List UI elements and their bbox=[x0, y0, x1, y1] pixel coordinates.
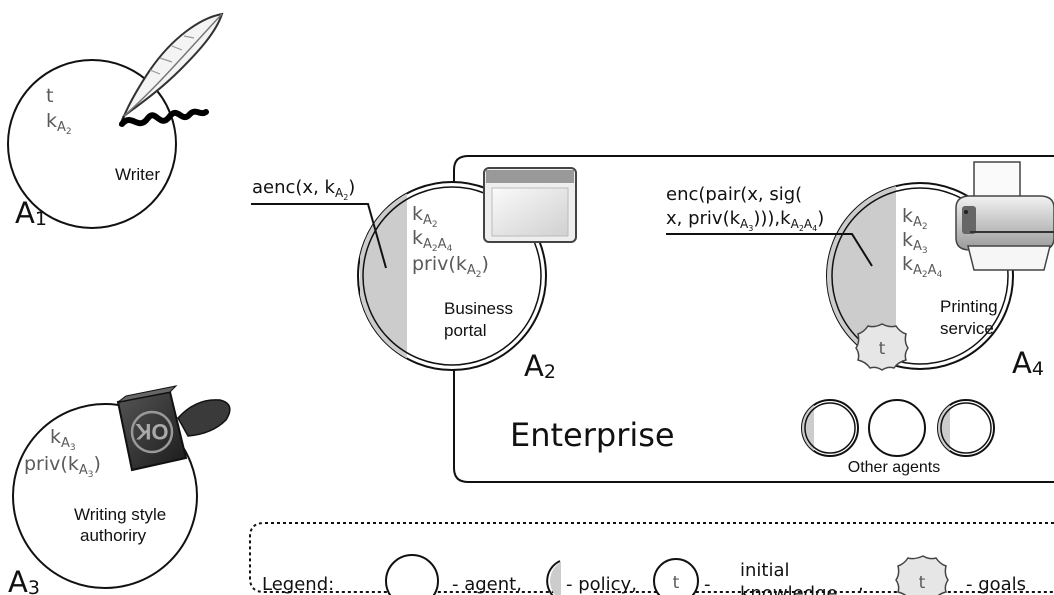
printer-name-line2: service bbox=[940, 319, 994, 338]
agent-printing-service: kA2 kA3 kA2A4 Printing service t A4 enc(… bbox=[666, 161, 1054, 380]
policy-region bbox=[827, 183, 896, 369]
stamp-icon: OK bbox=[116, 385, 231, 472]
enterprise-label: Enterprise bbox=[510, 416, 675, 454]
legend-knowledge-t: t bbox=[673, 573, 680, 593]
agent-writing-style-authority: kA3 priv(kA3) OK Writing style authoriry… bbox=[8, 385, 231, 595]
legend-knowledge-symbol bbox=[653, 558, 699, 595]
legend: Legend: - agent, - policy, t - initial k… bbox=[249, 522, 1054, 595]
legend-initial: initial bbox=[740, 560, 790, 581]
portal-message-pointer bbox=[251, 203, 387, 269]
quill-icon bbox=[118, 12, 224, 127]
goal-t: t bbox=[879, 339, 886, 359]
legend-goal-symbol bbox=[895, 555, 949, 595]
portal-knowledge-ka2: kA2 bbox=[412, 203, 438, 230]
legend-agent-label: - agent, bbox=[452, 574, 522, 595]
legend-goal-t: t bbox=[919, 573, 926, 593]
policy-region bbox=[360, 182, 407, 370]
agent-business-portal: kA2 kA2A4 priv(kA2) Business portal A2 a… bbox=[251, 167, 577, 383]
printer-knowledge-ka2a4: kA2A4 bbox=[902, 253, 943, 280]
agent-id-a3: A3 bbox=[8, 565, 40, 595]
other-agents-label: Other agents bbox=[848, 459, 941, 476]
legend-knowledge: knowledge bbox=[740, 583, 838, 595]
agent-writer: t kA2 Writer A1 bbox=[7, 12, 224, 230]
authority-name-line2: authoriry bbox=[80, 526, 147, 545]
portal-message: aenc(x, kA2) bbox=[252, 177, 355, 202]
other-agent-2 bbox=[868, 399, 926, 457]
printer-message-line2: x, priv(kA3))),kA2A4) bbox=[666, 208, 824, 233]
agent-id-a2: A2 bbox=[524, 349, 556, 383]
printer-knowledge-ka2: kA2 bbox=[902, 205, 928, 232]
legend-policy-label: - policy, bbox=[566, 574, 637, 595]
printer-name-line1: Printing bbox=[940, 297, 998, 316]
authority-name-line1: Writing style bbox=[74, 505, 166, 524]
enterprise-box: Enterprise bbox=[453, 155, 1054, 483]
legend-goals-label: - goals bbox=[966, 574, 1026, 595]
authority-knowledge-ka3: kA3 bbox=[50, 426, 76, 453]
printer-message-pointer bbox=[666, 233, 873, 267]
legend-title: Legend: bbox=[262, 574, 334, 595]
legend-dash: - bbox=[704, 574, 711, 595]
portal-name-line2: portal bbox=[444, 321, 487, 340]
browser-window-icon bbox=[483, 167, 577, 243]
writer-knowledge-t: t bbox=[46, 85, 53, 107]
legend-agent-symbol bbox=[385, 554, 439, 595]
portal-knowledge-priv: priv(kA2) bbox=[412, 253, 489, 280]
printer-message-line1: enc(pair(x, sig( bbox=[666, 184, 802, 205]
goal-badge: t bbox=[855, 323, 909, 371]
writer-knowledge-k: kA2 bbox=[46, 110, 72, 137]
authority-knowledge-priv: priv(kA3) bbox=[24, 453, 101, 480]
printer-icon bbox=[955, 161, 1054, 271]
agent-id-a4: A4 bbox=[1012, 346, 1044, 380]
writer-name: Writer bbox=[115, 165, 160, 184]
legend-comma: , bbox=[858, 574, 864, 595]
legend-policy-symbol bbox=[550, 559, 561, 595]
portal-knowledge-ka2a4: kA2A4 bbox=[412, 227, 453, 254]
printer-knowledge-ka3: kA3 bbox=[902, 229, 928, 256]
stamp-text: OK bbox=[135, 419, 168, 444]
portal-name-line1: Business bbox=[444, 299, 513, 318]
other-agents: Other agents bbox=[801, 399, 995, 476]
agent-id-a1: A1 bbox=[15, 196, 47, 230]
